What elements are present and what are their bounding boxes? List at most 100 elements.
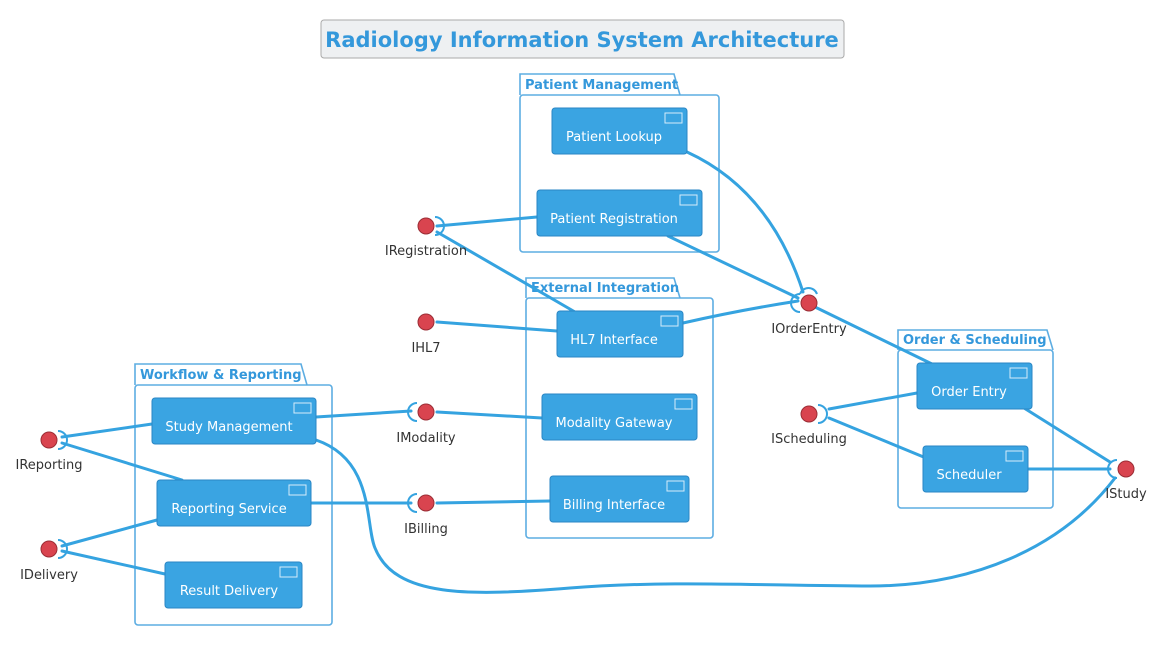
component-icon bbox=[1005, 450, 1024, 462]
component-box bbox=[922, 445, 1029, 493]
component-label: Result Delivery bbox=[180, 584, 279, 599]
component-box bbox=[551, 107, 688, 155]
interface-socket bbox=[407, 493, 418, 513]
interface-ireporting[interactable]: IReporting bbox=[15, 430, 83, 473]
interface-circle bbox=[800, 294, 818, 312]
component-icon bbox=[674, 398, 693, 410]
interface-socket bbox=[434, 216, 445, 236]
edge-iregistration-hl7-interface bbox=[435, 230, 577, 314]
interface-socket bbox=[817, 404, 828, 424]
interface-label: IReporting bbox=[15, 458, 82, 473]
component-box bbox=[556, 310, 684, 358]
package-label: Order & Scheduling bbox=[903, 333, 1047, 348]
interface-label: IStudy bbox=[1105, 487, 1147, 502]
interface-socket bbox=[57, 430, 68, 450]
interface-iregistration[interactable]: IRegistration bbox=[385, 216, 467, 259]
edge-idelivery-reporting-service bbox=[60, 518, 159, 548]
edge-hl7-interface-iorderentry bbox=[681, 299, 800, 325]
interface-socket-top bbox=[799, 287, 818, 295]
interface-label: IRegistration bbox=[385, 244, 467, 259]
interface-label: IScheduling bbox=[771, 432, 847, 447]
interface-circle bbox=[417, 313, 435, 331]
package-tab bbox=[134, 363, 308, 386]
component-study-management[interactable]: Study Management bbox=[151, 397, 317, 445]
edge-ischeduling-order-entry bbox=[827, 391, 919, 411]
edge-ihl7-hl7-interface bbox=[435, 320, 559, 333]
interface-idelivery[interactable]: IDelivery bbox=[20, 539, 78, 583]
interface-iorderentry[interactable]: IOrderEntry bbox=[771, 287, 847, 337]
component-box bbox=[541, 393, 698, 441]
interface-label: IOrderEntry bbox=[771, 322, 847, 337]
edge-order-entry-istudy bbox=[1022, 406, 1112, 464]
interface-imodality[interactable]: IModality bbox=[396, 402, 456, 446]
title-text: Radiology Information System Architectur… bbox=[325, 28, 839, 52]
component-patient-lookup[interactable]: Patient Lookup bbox=[551, 107, 688, 155]
interface-label: IBilling bbox=[404, 522, 448, 537]
component-label: Study Management bbox=[165, 420, 292, 435]
edge-ibilling-billing-interface bbox=[435, 499, 552, 505]
interface-label: IModality bbox=[396, 431, 456, 446]
component-result-delivery[interactable]: Result Delivery bbox=[164, 561, 303, 609]
package-label: Patient Management bbox=[525, 78, 678, 93]
component-label: Billing Interface bbox=[563, 498, 665, 513]
component-modality-gateway[interactable]: Modality Gateway bbox=[541, 393, 698, 441]
interface-socket bbox=[790, 293, 801, 313]
interface-circle bbox=[40, 431, 58, 449]
interface-ibilling[interactable]: IBilling bbox=[404, 493, 448, 537]
edge-patient-registration-iorderentry bbox=[666, 234, 800, 300]
component-icon bbox=[666, 480, 685, 492]
component-box bbox=[916, 362, 1033, 410]
component-label: Modality Gateway bbox=[556, 416, 673, 431]
interface-circle bbox=[40, 540, 58, 558]
interface-ischeduling[interactable]: IScheduling bbox=[771, 404, 847, 447]
connections bbox=[60, 150, 1117, 594]
title-box bbox=[320, 19, 845, 59]
interface-istudy[interactable]: IStudy bbox=[1105, 459, 1147, 502]
interface-circle bbox=[800, 405, 818, 423]
edge-imodality-modality-gateway bbox=[435, 410, 544, 420]
package-tab bbox=[897, 329, 1054, 351]
component-box bbox=[156, 479, 312, 527]
edge-iorderentry-order-entry bbox=[813, 305, 934, 366]
component-box bbox=[549, 475, 690, 523]
component-label: Scheduler bbox=[936, 468, 1002, 483]
package-label: Workflow & Reporting bbox=[140, 368, 302, 383]
diagram-title: Radiology Information System Architectur… bbox=[320, 19, 845, 59]
component-box bbox=[151, 397, 317, 445]
component-hl7-interface[interactable]: HL7 Interface bbox=[556, 310, 684, 358]
package-tab bbox=[519, 73, 681, 96]
edge-study-management-istudy bbox=[314, 438, 1117, 594]
interface-circle bbox=[1117, 460, 1135, 478]
component-icon bbox=[679, 194, 698, 206]
component-patient-registration[interactable]: Patient Registration bbox=[536, 189, 703, 237]
component-label: Reporting Service bbox=[171, 502, 286, 517]
package-tab bbox=[525, 277, 681, 299]
component-label: Order Entry bbox=[931, 385, 1007, 400]
interface-label: IDelivery bbox=[20, 568, 78, 583]
component-icon bbox=[288, 484, 307, 496]
package-label: External Integration bbox=[531, 281, 679, 296]
component-label: Patient Lookup bbox=[566, 130, 662, 145]
edge-idelivery-result-delivery bbox=[60, 549, 167, 576]
component-order-entry[interactable]: Order Entry bbox=[916, 362, 1033, 410]
component-icon bbox=[279, 566, 298, 578]
interface-circle bbox=[417, 403, 435, 421]
interface-socket bbox=[1107, 459, 1118, 479]
component-label: HL7 Interface bbox=[570, 333, 658, 348]
edge-study-management-imodality bbox=[314, 409, 413, 419]
component-billing-interface[interactable]: Billing Interface bbox=[549, 475, 690, 523]
edge-iregistration-patient-registration bbox=[435, 215, 539, 228]
component-scheduler[interactable]: Scheduler bbox=[922, 445, 1029, 493]
interface-ihl7[interactable]: IHL7 bbox=[411, 313, 441, 356]
interface-circle bbox=[417, 494, 435, 512]
edge-ischeduling-scheduler bbox=[827, 416, 928, 460]
edge-patient-lookup-iorderentry bbox=[685, 150, 805, 294]
interface-label: IHL7 bbox=[411, 341, 440, 356]
component-reporting-service[interactable]: Reporting Service bbox=[156, 479, 312, 527]
component-icon bbox=[660, 315, 679, 327]
interface-circle bbox=[417, 217, 435, 235]
interface-socket bbox=[407, 402, 418, 422]
component-icon bbox=[664, 112, 683, 124]
interface-socket bbox=[57, 539, 68, 559]
